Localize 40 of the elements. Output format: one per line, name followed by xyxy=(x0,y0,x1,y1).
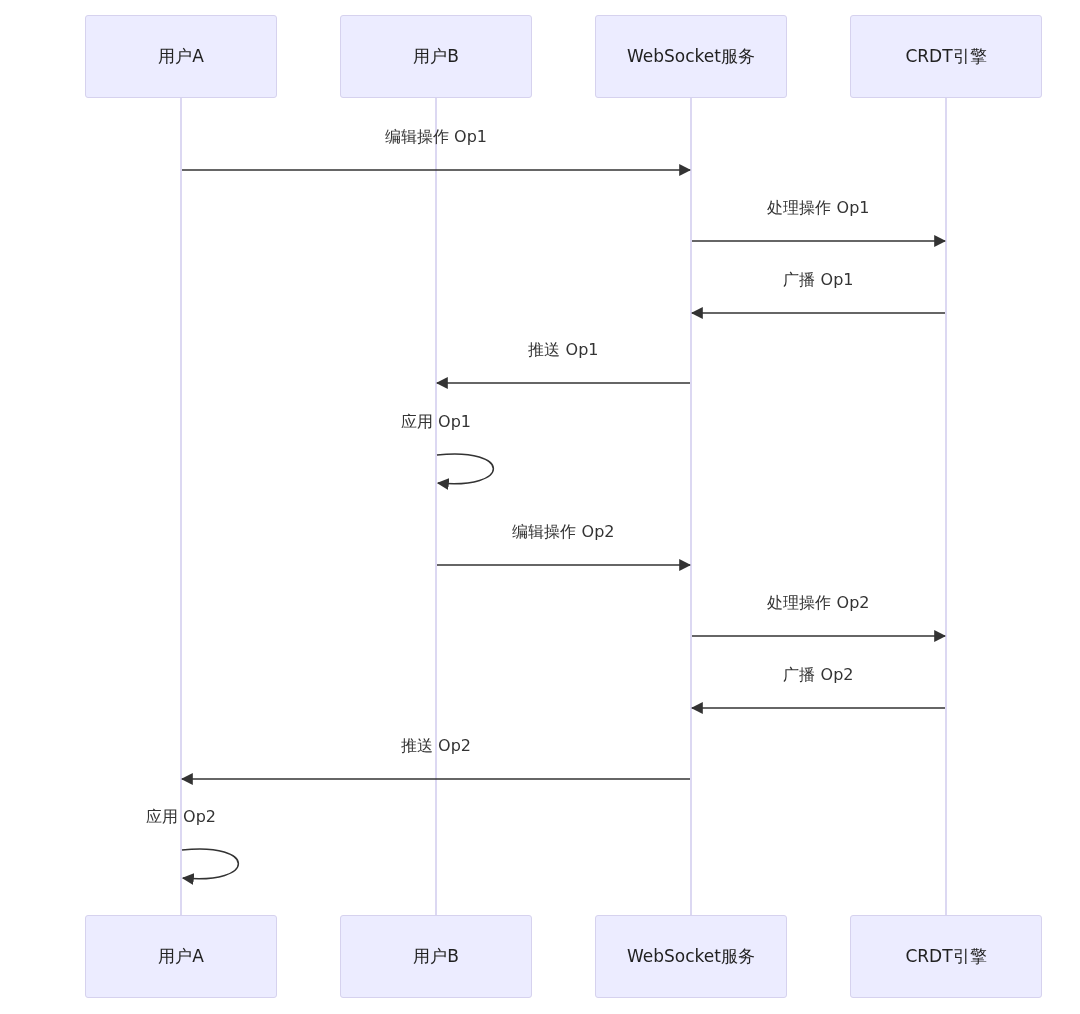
participant-name: WebSocket服务 xyxy=(627,45,755,68)
lifeline xyxy=(435,98,437,915)
message-label: 应用 Op2 xyxy=(146,807,216,828)
participant-name: CRDT引擎 xyxy=(905,45,987,68)
participant-name: 用户A xyxy=(158,45,204,68)
message-label: 处理操作 Op2 xyxy=(767,593,870,614)
participant-name: 用户A xyxy=(158,945,204,968)
participant-name: CRDT引擎 xyxy=(905,945,987,968)
message-label: 推送 Op2 xyxy=(401,736,471,757)
message-label: 广播 Op1 xyxy=(783,270,854,291)
message-label: 推送 Op1 xyxy=(528,340,599,361)
lifeline xyxy=(690,98,692,915)
participant-name: WebSocket服务 xyxy=(627,945,755,968)
participant-box xyxy=(595,915,787,998)
message-label: 编辑操作 Op1 xyxy=(385,127,487,148)
participant-box xyxy=(85,15,277,98)
message-arrow xyxy=(690,702,946,714)
message-label: 处理操作 Op1 xyxy=(767,198,870,219)
message-label: 应用 Op1 xyxy=(401,412,471,433)
participant-box xyxy=(85,915,277,998)
message-arrow xyxy=(435,377,691,389)
message-arrow xyxy=(180,773,691,785)
message-arrow xyxy=(690,307,946,319)
lifeline xyxy=(945,98,947,915)
participant-name: 用户B xyxy=(413,45,459,68)
participant-box xyxy=(850,15,1042,98)
self-message-arrow xyxy=(436,453,495,490)
message-label: 编辑操作 Op2 xyxy=(512,522,615,543)
participant-box xyxy=(340,15,532,98)
lifeline xyxy=(180,98,182,915)
participant-name: 用户B xyxy=(413,945,459,968)
message-arrow xyxy=(691,235,947,247)
message-arrow xyxy=(691,630,947,642)
message-arrow xyxy=(436,559,692,571)
participant-box xyxy=(340,915,532,998)
participant-box xyxy=(595,15,787,98)
self-message-arrow xyxy=(181,848,240,885)
message-arrow xyxy=(181,164,692,176)
message-label: 广播 Op2 xyxy=(783,665,854,686)
participant-box xyxy=(850,915,1042,998)
